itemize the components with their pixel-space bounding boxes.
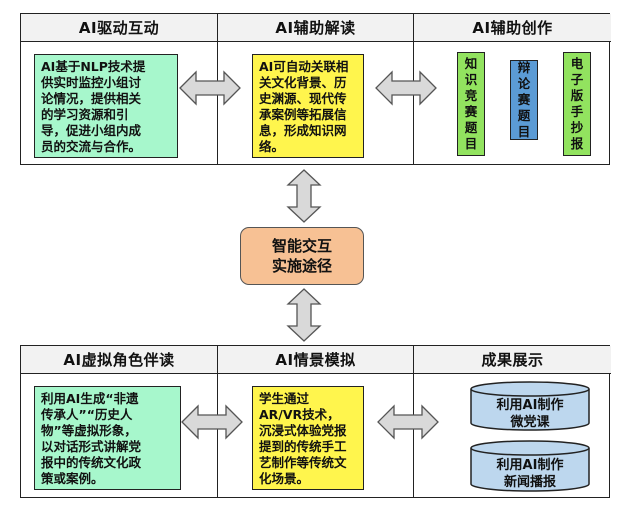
ar-vr-experience-box: 学生通过 AR/VR技术， 沉浸式体验党报 提到的传统手工 艺制作等传统文 化场… [252, 386, 364, 490]
ai-assisted-creation-header: AI辅助创作 [414, 14, 611, 42]
micro-lesson-label: 利用AI制作 微党课 [496, 398, 564, 430]
news-broadcast-cylinder: 利用AI制作 新闻播报 [470, 440, 590, 492]
virtual-avatar-header: AI虚拟角色伴读 [21, 346, 217, 374]
double-arrow-vertical-icon [286, 169, 322, 223]
outcomes-header: 成果展示 [414, 346, 611, 374]
double-arrow-horizontal-icon [181, 404, 243, 440]
quiz-questions-box: 知 识 竞 赛 题 目 [457, 52, 485, 156]
virtual-avatar-cell: AI虚拟角色伴读 利用AI生成“非遗 传承人”“历史人 物”等虚拟形象， 以对话… [21, 346, 218, 497]
bottom-panel: AI虚拟角色伴读 利用AI生成“非遗 传承人”“历史人 物”等虚拟形象， 以对话… [20, 345, 611, 498]
news-broadcast-label: 利用AI制作 新闻播报 [496, 458, 564, 490]
scenario-simulation-header: AI情景模拟 [218, 346, 413, 374]
double-arrow-horizontal-icon [375, 70, 437, 106]
context-association-box: AI可自动关联相 关文化背景、历 史渊源、现代传 承案例等拓展信 息，形成知识网… [252, 54, 364, 158]
ai-assisted-interpretation-cell: AI辅助解读 AI可自动关联相 关文化背景、历 史渊源、现代传 承案例等拓展信 … [218, 14, 414, 164]
ai-driven-interaction-header: AI驱动互动 [21, 14, 217, 42]
center-node: 智能交互 实施途径 [240, 227, 364, 285]
double-arrow-horizontal-icon [179, 70, 241, 106]
micro-lesson-cylinder: 利用AI制作 微党课 [470, 381, 590, 431]
ai-assisted-interpretation-header: AI辅助解读 [218, 14, 413, 42]
debate-topics-box: 辩 论 赛 题 目 [510, 60, 538, 140]
ai-driven-interaction-cell: AI驱动互动 AI基于NLP技术提 供实时监控小组讨 论情况，提供相关 的学习资… [21, 14, 218, 164]
digital-newsletter-box: 电 子 版 手 抄 报 [563, 52, 591, 156]
cylinder-shape [470, 381, 590, 431]
top-panel: AI驱动互动 AI基于NLP技术提 供实时监控小组讨 论情况，提供相关 的学习资… [20, 13, 611, 165]
nlp-monitoring-box: AI基于NLP技术提 供实时监控小组讨 论情况，提供相关 的学习资源和引 导，促… [34, 54, 178, 158]
scenario-simulation-cell: AI情景模拟 学生通过 AR/VR技术， 沉浸式体验党报 提到的传统手工 艺制作… [218, 346, 414, 497]
double-arrow-horizontal-icon [377, 404, 439, 440]
ai-assisted-creation-cell: AI辅助创作 知 识 竞 赛 题 目 辩 论 赛 题 目 电 子 版 手 抄 报 [414, 14, 611, 164]
outcomes-cell: 成果展示 利用AI制作 微党课 利用AI制作 新闻播报 [414, 346, 611, 497]
cylinder-shape [470, 440, 590, 492]
double-arrow-vertical-icon [286, 288, 322, 342]
virtual-avatar-box: 利用AI生成“非遗 传承人”“历史人 物”等虚拟形象， 以对话形式讲解党 报中的… [34, 386, 181, 490]
